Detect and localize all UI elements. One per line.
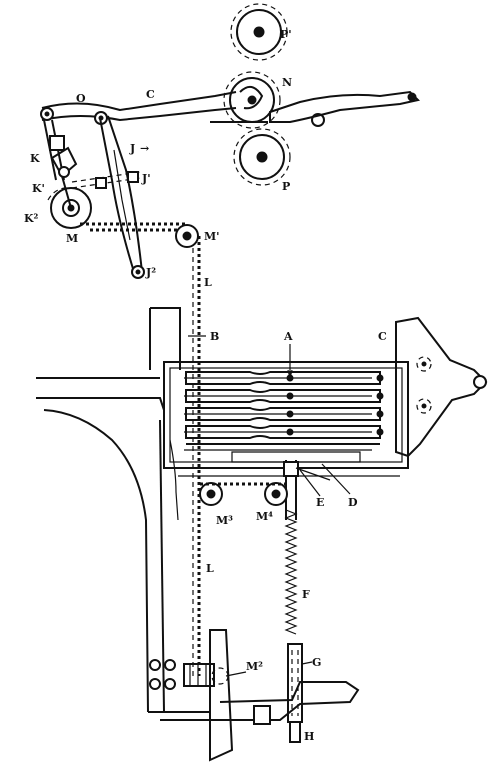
frame	[36, 307, 408, 762]
label-a: A	[283, 330, 293, 343]
wheel-m	[47, 175, 92, 229]
label-g: G	[312, 656, 321, 669]
label-j: J	[129, 142, 135, 155]
roller-p	[233, 128, 291, 186]
label-o: O	[76, 92, 86, 105]
label-k1: K'	[32, 182, 45, 195]
pulley-m1	[175, 224, 199, 248]
label-b: B	[210, 330, 219, 343]
label-m: M	[66, 232, 78, 245]
label-m4: M⁴	[256, 510, 273, 523]
bars-a	[185, 371, 384, 445]
pulley-m4	[264, 482, 288, 506]
label-p-prime: P'	[280, 28, 292, 41]
ratchet-m2	[183, 663, 229, 687]
roller-p-prime	[230, 3, 288, 61]
label-k2: K²	[24, 212, 39, 225]
spring-f	[284, 509, 298, 635]
rod-g-h	[253, 643, 303, 743]
label-m1: M'	[204, 230, 220, 243]
label-k: K	[30, 152, 40, 165]
roller-n	[223, 71, 281, 129]
label-h: H	[304, 730, 314, 743]
label-j2: J²	[145, 266, 156, 279]
chain-l	[192, 236, 201, 676]
leader-lines	[188, 335, 351, 677]
label-f: F	[302, 588, 310, 601]
chain-m-to-m1	[80, 222, 186, 232]
lever-o-c	[40, 91, 237, 125]
label-c-right: C	[378, 330, 387, 343]
label-c-top: C	[146, 88, 155, 101]
label-l-upper: L	[204, 276, 212, 289]
base-holes	[149, 659, 176, 690]
lever-d-e	[231, 451, 361, 520]
label-d: D	[348, 496, 358, 509]
lever-j	[99, 115, 145, 279]
label-e: E	[316, 496, 324, 509]
label-j1: J'	[141, 172, 151, 185]
label-j-arrow: →	[140, 142, 149, 155]
label-l-lower: L	[206, 562, 214, 575]
label-m3: M³	[216, 514, 233, 527]
label-m2: M²	[246, 660, 263, 673]
label-p: P	[282, 180, 290, 193]
label-n: N	[282, 76, 292, 89]
link-k	[43, 119, 78, 181]
pulley-m3	[199, 482, 223, 506]
latch-arm	[210, 90, 420, 127]
plate-c	[395, 316, 488, 458]
